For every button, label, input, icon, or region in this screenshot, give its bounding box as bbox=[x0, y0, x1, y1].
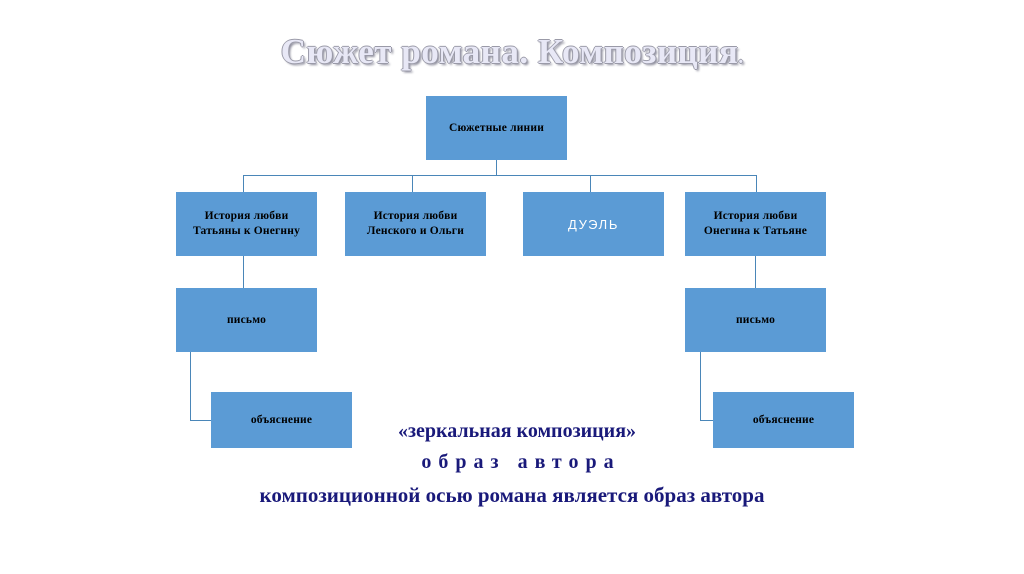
node-label: письмо bbox=[226, 313, 267, 326]
page-title-trailing-dot: . bbox=[738, 46, 744, 68]
node-label: объяснение bbox=[250, 413, 313, 426]
caption-mirror-composition: «зеркальная композиция» bbox=[397, 420, 637, 442]
node-right-letter[interactable]: письмо bbox=[685, 288, 826, 352]
node-label: Сюжетные линии bbox=[448, 121, 545, 134]
node-label: История любви Ленского и Ольги bbox=[366, 210, 465, 237]
node-label: История любви Татьяны к Онегнну bbox=[192, 210, 301, 237]
node-label: объяснение bbox=[752, 413, 815, 426]
node-left-explanation[interactable]: объяснение bbox=[211, 392, 352, 448]
node-right-explanation[interactable]: объяснение bbox=[713, 392, 854, 448]
connector-right-branch-to-letter bbox=[755, 256, 756, 288]
connector-root-stem bbox=[496, 160, 497, 176]
connector-drop-branch-2 bbox=[412, 175, 413, 192]
node-branch-tatiana-loves-onegin[interactable]: История любви Татьяны к Онегнну bbox=[176, 192, 317, 256]
connector-horizontal-bus bbox=[243, 175, 756, 176]
page-title-text: Сюжет романа. Композиция bbox=[280, 32, 739, 71]
connector-drop-branch-4 bbox=[756, 175, 757, 192]
connector-right-letter-to-explanation-vertical bbox=[700, 352, 701, 420]
connector-left-letter-to-explanation-horizontal bbox=[190, 420, 212, 421]
caption-compositional-axis: композиционной осью романа является обра… bbox=[259, 483, 765, 507]
node-branch-lensky-and-olga[interactable]: История любви Ленского и Ольги bbox=[345, 192, 486, 256]
connector-left-letter-to-explanation-vertical bbox=[190, 352, 191, 420]
node-label: письмо bbox=[735, 313, 776, 326]
connector-drop-branch-3 bbox=[590, 175, 591, 192]
connector-drop-branch-1 bbox=[243, 175, 244, 192]
connector-left-branch-to-letter bbox=[243, 256, 244, 288]
caption-author-image: образ автора bbox=[421, 451, 621, 473]
node-label: История любви Онегина к Татьяне bbox=[703, 210, 808, 237]
node-label: ДУЭЛЬ bbox=[568, 216, 619, 232]
connector-right-letter-to-explanation-horizontal bbox=[700, 420, 714, 421]
node-branch-duel[interactable]: ДУЭЛЬ bbox=[523, 192, 664, 256]
node-root-plotlines[interactable]: Сюжетные линии bbox=[426, 96, 567, 160]
node-branch-onegin-loves-tatiana[interactable]: История любви Онегина к Татьяне bbox=[685, 192, 826, 256]
page-title: Сюжет романа. Композиция. bbox=[0, 32, 1024, 77]
node-left-letter[interactable]: письмо bbox=[176, 288, 317, 352]
